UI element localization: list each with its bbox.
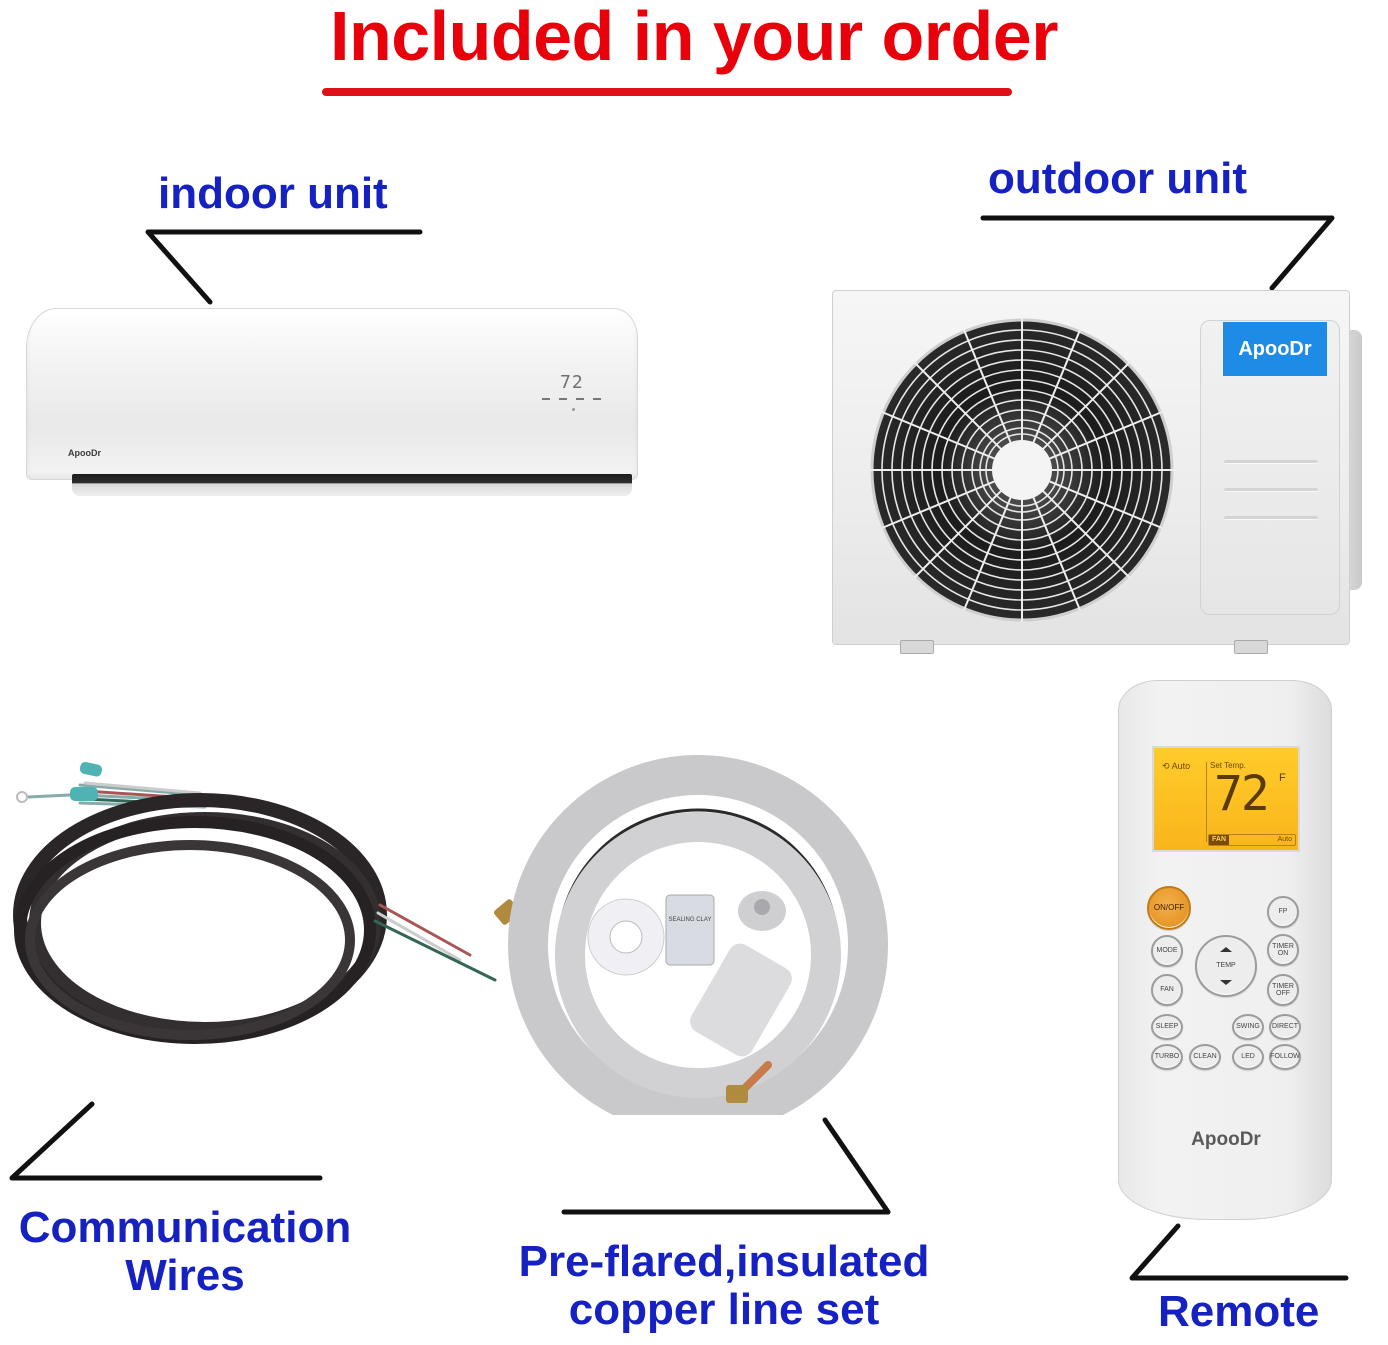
indoor-unit-body	[26, 308, 638, 480]
direct-button[interactable]: DIRECT	[1269, 1014, 1301, 1040]
fan-button[interactable]: FAN	[1151, 974, 1183, 1006]
fp-button[interactable]: FP	[1267, 896, 1299, 928]
insulation-sleeve-icon	[690, 891, 792, 1057]
lcd-fan-bar: FAN Auto	[1208, 834, 1296, 846]
lcd-temperature-unit: F	[1279, 772, 1286, 784]
outdoor-panel-slot	[1224, 516, 1318, 520]
mode-button[interactable]: MODE	[1151, 935, 1183, 967]
lineset-leader-line	[561, 1117, 891, 1215]
remote-brand: ApooDr	[1191, 1129, 1261, 1150]
outdoor-leader-line	[980, 215, 1335, 291]
indoor-unit-vent	[72, 474, 632, 496]
communication-wires-image	[13, 761, 497, 1044]
remote-leader-line	[1129, 1223, 1349, 1281]
remote-control-image: ⟲ Auto Set Temp. 72 F FAN Auto ON/OFF FP…	[1118, 680, 1332, 1220]
fan-grille-icon	[870, 318, 1174, 622]
lcd-mode: ⟲ Auto	[1162, 761, 1191, 771]
turbo-button[interactable]: TURBO	[1151, 1044, 1183, 1070]
lcd-fan-value: Auto	[1277, 836, 1292, 843]
timer-off-button[interactable]: TIMER OFF	[1267, 974, 1299, 1006]
outdoor-panel-slot	[1224, 488, 1318, 492]
line-set-label: Pre-flared,insulated copper line set	[518, 1237, 930, 1334]
lcd-fan-label: FAN	[1209, 835, 1229, 845]
remote-label: Remote	[1158, 1287, 1320, 1336]
indoor-unit-image: 72 ApooDr	[26, 308, 638, 518]
remote-lcd-display: ⟲ Auto Set Temp. 72 F FAN Auto	[1152, 746, 1300, 852]
indoor-leader-line	[145, 229, 423, 305]
indoor-unit-led	[572, 408, 575, 411]
lcd-set-temp-label: Set Temp.	[1210, 761, 1246, 770]
sleep-button[interactable]: SLEEP	[1151, 1014, 1183, 1040]
wires-leader-line	[9, 1101, 323, 1181]
temp-down-arrow-icon[interactable]	[1220, 980, 1232, 985]
lcd-temperature: 72	[1214, 766, 1270, 822]
outdoor-panel-slot	[1224, 460, 1318, 464]
copper-line-set-image: SEALING CLAY	[494, 755, 888, 1115]
sealing-clay-packet-icon: SEALING CLAY	[665, 894, 715, 966]
indoor-unit-brand: ApooDr	[68, 448, 101, 458]
swing-button[interactable]: SWING	[1232, 1014, 1264, 1040]
clean-button[interactable]: CLEAN	[1189, 1044, 1221, 1070]
temp-up-arrow-icon[interactable]	[1220, 947, 1232, 952]
page-title: Included in your order	[330, 0, 1058, 75]
lcd-divider	[1206, 762, 1207, 842]
onoff-button[interactable]: ON/OFF	[1147, 886, 1191, 930]
led-button[interactable]: LED	[1232, 1044, 1264, 1070]
svg-text:SEALING CLAY: SEALING CLAY	[669, 917, 712, 923]
outdoor-unit-brand-badge: ApooDr	[1223, 322, 1327, 376]
follow-button[interactable]: FOLLOW	[1269, 1044, 1301, 1070]
indoor-unit-display: 72	[560, 372, 584, 393]
timer-on-button[interactable]: TIMER ON	[1267, 934, 1299, 966]
communication-wires-label: Communication Wires	[18, 1203, 352, 1300]
title-underline	[322, 88, 1012, 96]
cycle-icon: ⟲	[1162, 761, 1170, 771]
outdoor-unit-image: ApooDr	[832, 290, 1362, 658]
outdoor-unit-label: outdoor unit	[988, 154, 1248, 203]
outdoor-unit-foot	[1234, 640, 1268, 654]
outdoor-unit-foot	[900, 640, 934, 654]
wall-flange-icon	[587, 898, 665, 976]
indoor-unit-indicators	[542, 398, 601, 400]
indoor-unit-label: indoor unit	[158, 169, 388, 218]
temp-button[interactable]: TEMP	[1195, 935, 1257, 997]
